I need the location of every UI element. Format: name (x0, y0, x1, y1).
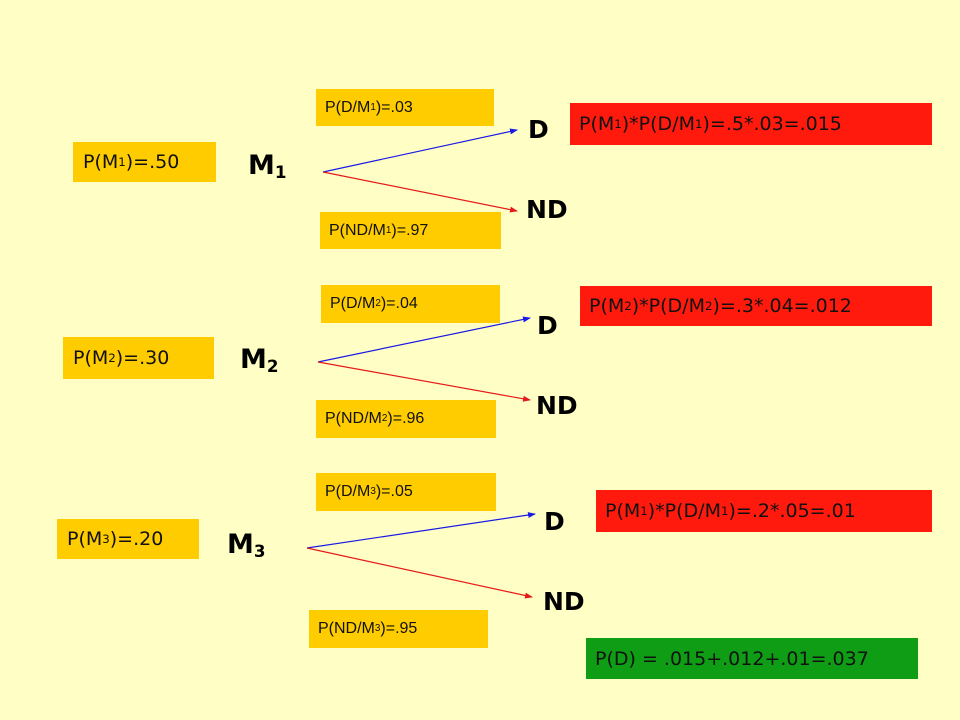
m1-outcome-nd: ND (526, 195, 568, 224)
m2-nd-branch (317, 361, 531, 402)
node-m2: M2 (240, 344, 279, 377)
m1-d-branch (322, 128, 518, 173)
m3-outcome-d: D (544, 507, 565, 536)
m3-d-branch (306, 512, 536, 549)
node-m1: M1 (248, 150, 287, 183)
total-probability: P(D) = .015+.012+.01=.037 (586, 638, 918, 679)
node-m3: M3 (227, 529, 266, 562)
m2-outcome-d: D (537, 311, 558, 340)
m2-d-branch (317, 316, 531, 363)
m2-outcome-nd: ND (536, 391, 578, 420)
m1-nd-branch (322, 171, 518, 213)
m3-outcome-nd: ND (543, 587, 585, 616)
m3-nd-branch (306, 547, 533, 599)
m1-outcome-d: D (528, 115, 549, 144)
